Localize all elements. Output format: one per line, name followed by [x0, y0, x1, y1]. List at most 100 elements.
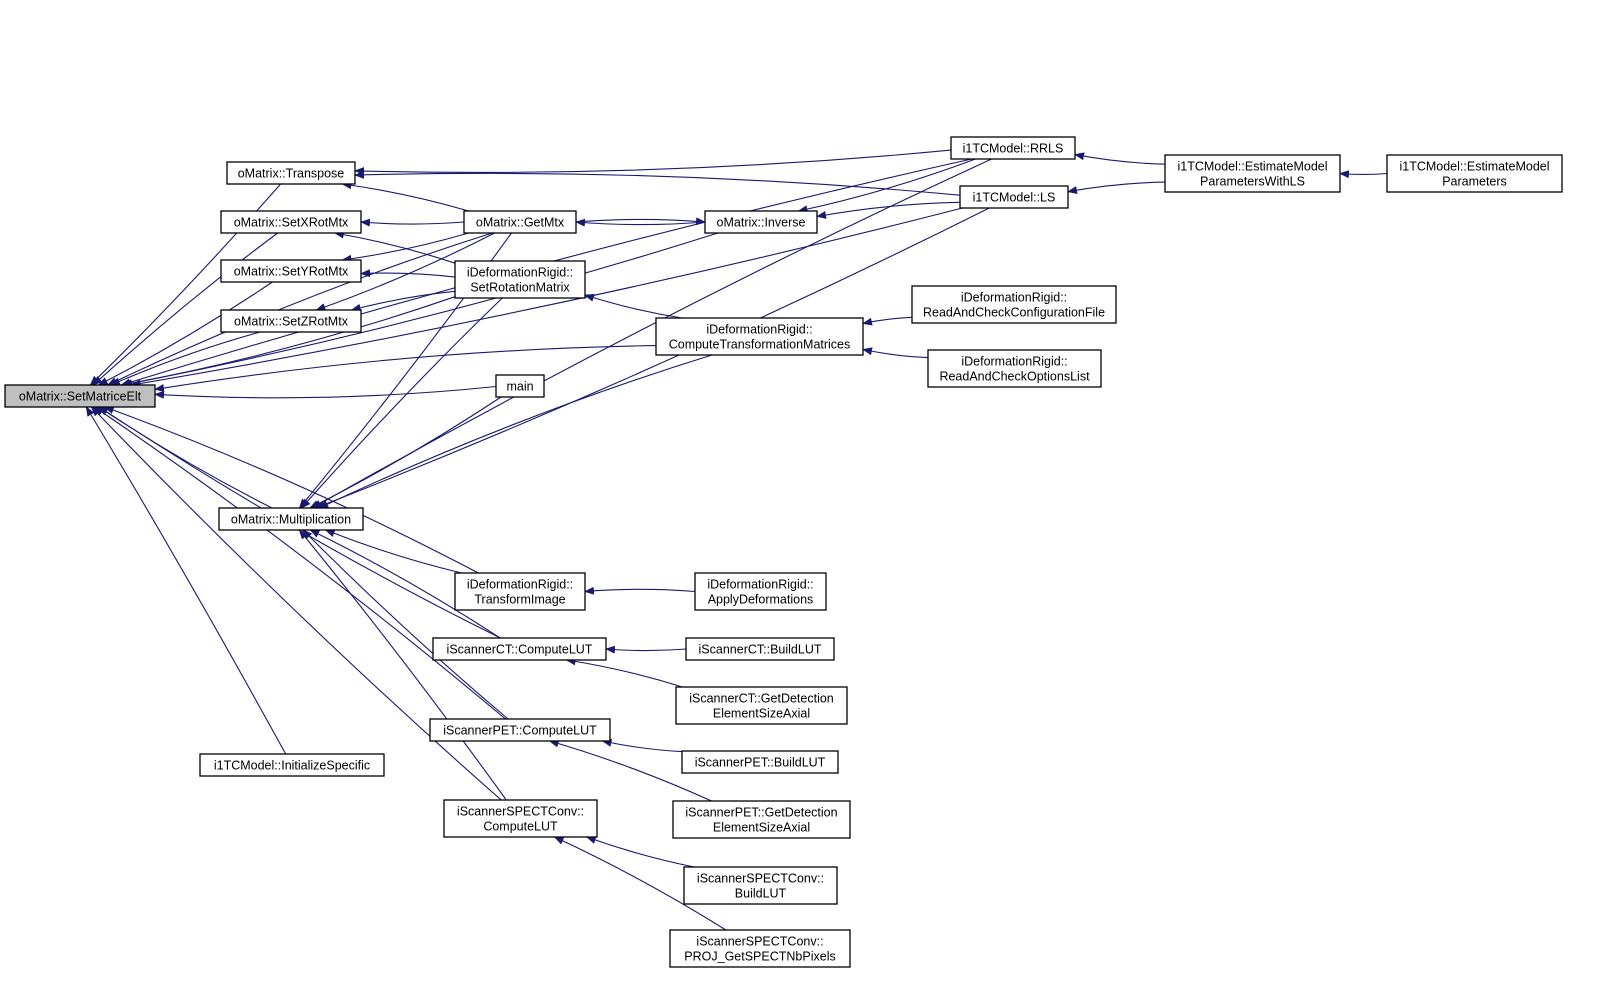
node-label-spect_buildlut: BuildLUT — [735, 887, 787, 901]
node-box-readoptions[interactable] — [927, 349, 1102, 388]
node-label-pet_getdet: ElementSizeAxial — [713, 821, 810, 835]
edge-setrotmatrix-to-setzrot — [350, 290, 456, 312]
node-label-setmatriceelt: oMatrix::SetMatriceElt — [19, 390, 142, 404]
node-readconfig[interactable]: iDeformationRigid::ReadAndCheckConfigura… — [911, 285, 1117, 324]
node-setrotmatrix[interactable]: iDeformationRigid::SetRotationMatrix — [454, 260, 586, 299]
node-box-rrls[interactable] — [950, 136, 1076, 160]
node-computetransform[interactable]: iDeformationRigid::ComputeTransformation… — [655, 317, 864, 356]
node-label-setyrot: oMatrix::SetYRotMtx — [234, 265, 349, 279]
edge-estimatewithls-to-rrls — [1074, 152, 1166, 165]
node-box-setrotmatrix[interactable] — [454, 260, 586, 299]
node-box-setxrot[interactable] — [220, 210, 362, 234]
node-label-estimate: i1TCModel::EstimateModel — [1399, 160, 1549, 174]
edge-spect_buildlut-to-spect_computelut — [585, 836, 695, 868]
node-box-setzrot[interactable] — [220, 309, 362, 333]
node-box-ls[interactable] — [959, 185, 1069, 209]
node-label-setzrot: oMatrix::SetZRotMtx — [234, 315, 349, 329]
edge-transformimage-to-setmatriceelt — [103, 406, 479, 574]
node-box-readconfig[interactable] — [911, 285, 1117, 324]
node-box-ct_buildlut[interactable] — [685, 637, 835, 661]
edges-layer — [85, 149, 1388, 931]
node-main[interactable]: main — [495, 374, 545, 398]
node-box-computetransform[interactable] — [655, 317, 864, 356]
edge-inverse-to-getmtx — [575, 218, 706, 227]
node-box-applydeform[interactable] — [694, 572, 827, 611]
node-box-multiplication[interactable] — [218, 507, 364, 531]
node-box-setmatriceelt[interactable] — [4, 384, 156, 408]
node-box-spect_computelut[interactable] — [443, 799, 598, 838]
node-box-pet_getdet[interactable] — [672, 800, 851, 839]
node-initspecific[interactable]: i1TCModel::InitializeSpecific — [199, 753, 385, 777]
node-label-setxrot: oMatrix::SetXRotMtx — [234, 216, 349, 230]
node-transpose[interactable]: oMatrix::Transpose — [226, 161, 356, 185]
edge-applydeform-to-transformimage — [584, 586, 696, 595]
node-box-main[interactable] — [495, 374, 545, 398]
edge-main-to-multiplication — [309, 396, 502, 509]
edge-getmtx-to-setyrot — [341, 232, 469, 263]
node-box-transformimage[interactable] — [454, 572, 586, 611]
edge-pet_computelut-to-setmatriceelt — [93, 406, 506, 720]
node-label-ct_getdet: iScannerCT::GetDetection — [689, 692, 834, 706]
node-setyrot[interactable]: oMatrix::SetYRotMtx — [220, 259, 362, 283]
edge-rrls-to-inverse — [797, 158, 976, 214]
node-box-estimate[interactable] — [1386, 154, 1563, 193]
node-box-transpose[interactable] — [226, 161, 356, 185]
node-label-applydeform: ApplyDeformations — [708, 593, 814, 607]
node-box-estimatewithls[interactable] — [1164, 154, 1341, 193]
node-label-spect_proj: iScannerSPECTConv:: — [696, 935, 823, 949]
node-box-pet_computelut[interactable] — [429, 718, 611, 742]
node-spect_buildlut[interactable]: iScannerSPECTConv::BuildLUT — [683, 866, 838, 905]
node-ct_computelut[interactable]: iScannerCT::ComputeLUT — [432, 637, 607, 661]
node-rrls[interactable]: i1TCModel::RRLS — [950, 136, 1076, 160]
node-label-spect_computelut: ComputeLUT — [483, 820, 558, 834]
node-multiplication[interactable]: oMatrix::Multiplication — [218, 507, 364, 531]
node-label-readoptions: iDeformationRigid:: — [961, 355, 1067, 369]
node-transformimage[interactable]: iDeformationRigid::TransformImage — [454, 572, 586, 611]
edge-ls-to-multiplication — [314, 207, 990, 509]
node-ct_buildlut[interactable]: iScannerCT::BuildLUT — [685, 637, 835, 661]
edge-initspecific-to-setmatriceelt — [85, 406, 287, 755]
edge-ls-to-transpose — [354, 170, 961, 196]
node-box-initspecific[interactable] — [199, 753, 385, 777]
node-applydeform[interactable]: iDeformationRigid::ApplyDeformations — [694, 572, 827, 611]
node-box-getmtx[interactable] — [463, 210, 577, 234]
node-getmtx[interactable]: oMatrix::GetMtx — [463, 210, 577, 234]
edge-rrls-to-transpose — [354, 149, 952, 176]
node-label-computetransform: iDeformationRigid:: — [706, 323, 812, 337]
node-box-spect_buildlut[interactable] — [683, 866, 838, 905]
node-label-setrotmatrix: iDeformationRigid:: — [467, 266, 573, 280]
node-box-inverse[interactable] — [704, 210, 818, 234]
node-label-spect_buildlut: iScannerSPECTConv:: — [697, 872, 824, 886]
node-label-readconfig: iDeformationRigid:: — [961, 291, 1067, 305]
node-ls[interactable]: i1TCModel::LS — [959, 185, 1069, 209]
node-setzrot[interactable]: oMatrix::SetZRotMtx — [220, 309, 362, 333]
node-box-setyrot[interactable] — [220, 259, 362, 283]
node-setmatriceelt[interactable]: oMatrix::SetMatriceElt — [4, 384, 156, 408]
edge-transformimage-to-multiplication — [324, 529, 462, 574]
node-label-readoptions: ReadAndCheckOptionsList — [939, 370, 1090, 384]
node-label-estimate: Parameters — [1442, 175, 1507, 189]
node-label-transformimage: TransformImage — [474, 593, 565, 607]
node-inverse[interactable]: oMatrix::Inverse — [704, 210, 818, 234]
nodes-layer: oMatrix::SetMatriceElt oMatrix::Transpose… — [4, 136, 1563, 968]
node-box-pet_buildlut[interactable] — [681, 750, 839, 774]
edge-ls-to-inverse — [816, 201, 961, 219]
edge-getmtx-to-setzrot — [315, 232, 495, 311]
node-pet_getdet[interactable]: iScannerPET::GetDetectionElementSizeAxia… — [672, 800, 851, 839]
node-label-ct_buildlut: iScannerCT::BuildLUT — [699, 643, 822, 657]
node-label-computetransform: ComputeTransformationMatrices — [669, 338, 851, 352]
node-spect_proj[interactable]: iScannerSPECTConv::PROJ_GetSPECTNbPixels — [669, 929, 851, 968]
node-setxrot[interactable]: oMatrix::SetXRotMtx — [220, 210, 362, 234]
node-box-ct_getdet[interactable] — [675, 686, 848, 725]
node-readoptions[interactable]: iDeformationRigid::ReadAndCheckOptionsLi… — [927, 349, 1102, 388]
node-pet_buildlut[interactable]: iScannerPET::BuildLUT — [681, 750, 839, 774]
node-box-ct_computelut[interactable] — [432, 637, 607, 661]
node-spect_computelut[interactable]: iScannerSPECTConv::ComputeLUT — [443, 799, 598, 838]
node-pet_computelut[interactable]: iScannerPET::ComputeLUT — [429, 718, 611, 742]
edge-pet_computelut-to-multiplication — [302, 529, 509, 720]
node-box-spect_proj[interactable] — [669, 929, 851, 968]
